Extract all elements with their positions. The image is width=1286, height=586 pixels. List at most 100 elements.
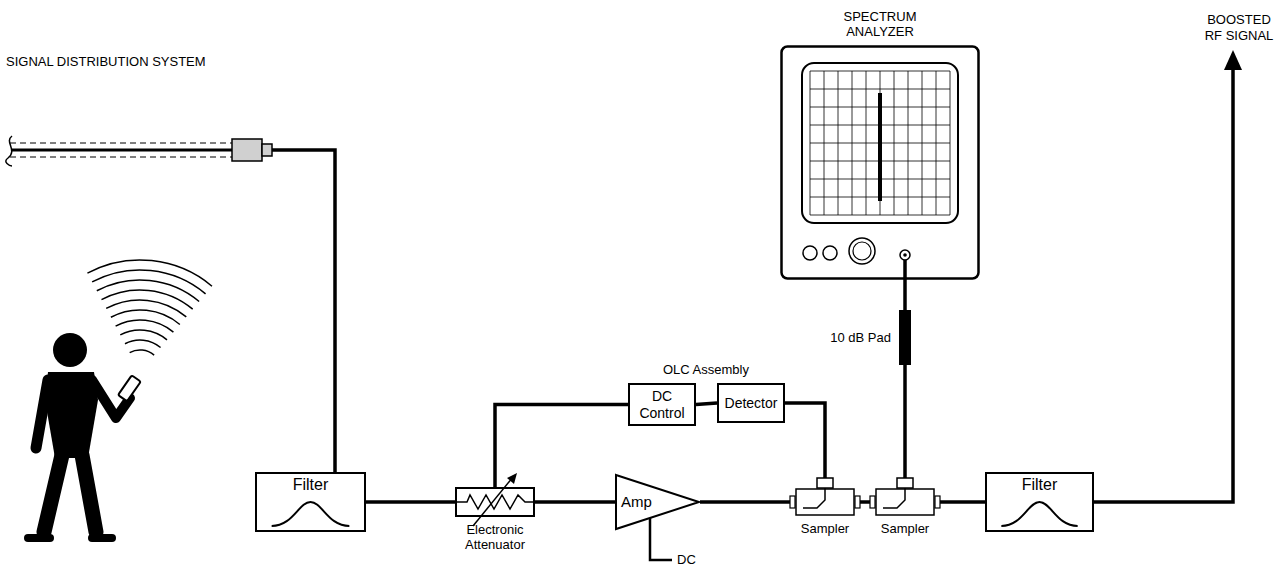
wave-arc [130,350,154,355]
attenuator-body [456,488,534,516]
signal-wire [495,405,628,488]
variable-arrowhead [507,473,517,484]
variable-arrow [473,477,513,526]
bandpass-curve [272,502,350,526]
node-label: Sampler [865,522,945,537]
radio-waves [87,260,212,355]
pad-body [899,310,911,365]
knob [823,246,837,260]
analyzer-case [782,47,979,279]
resistor-zigzag [457,495,533,509]
knob [803,246,817,260]
drawing-stroke [44,455,62,532]
box-border [256,473,365,531]
signal-wire [903,365,907,488]
sampler-body [876,489,934,515]
filter-box: Filter [985,472,1094,532]
cable-core [12,149,232,152]
coupler-port [262,144,272,156]
sampler-flange [935,496,940,508]
process-box: Detector [717,383,785,423]
signal-wire [696,403,717,405]
node-label: 10 dB Pad [830,330,891,345]
device-title: SPECTRUM ANALYZER [820,10,940,40]
attenuator-pad-outline [899,310,911,365]
signal-wire [785,403,825,488]
person [28,333,141,538]
cable-shield [10,157,232,158]
wave-arc [97,280,199,302]
node-label: Amp [621,493,652,510]
grid-line [810,89,950,90]
distribution-cable [6,136,335,472]
person-head [53,333,87,367]
system-label: SIGNAL DISTRIBUTION SYSTEM [6,54,206,70]
node-label: Filter [985,476,1094,494]
wave-arc [125,340,161,347]
supply-label: DC [677,552,696,568]
grid-line [810,71,950,72]
wave-arc [106,300,186,317]
box-border [718,384,784,422]
sampler-body [796,489,854,515]
electronic-attenuator-outline [455,487,535,517]
drawing-stroke [92,534,112,542]
spectrum-analyzer-outline [780,45,980,280]
knob [853,242,871,260]
box-border [986,473,1093,531]
input-connector [900,250,910,260]
output-arrowhead [1224,50,1242,70]
feed-line [272,150,335,472]
bandpass-curve [1001,502,1077,526]
coupler [232,139,262,161]
wave-arc [111,310,180,325]
drawing-stroke [28,534,50,542]
drawing-stroke [82,455,96,532]
sampler-flange [855,496,860,508]
attenuator-pad: 10 dB Pad [899,310,911,365]
sampler-coupler-outline [795,488,855,516]
output-arrow [1080,50,1242,502]
output-label: BOOSTED RF SIGNAL [1198,12,1280,43]
sampler-port [817,478,833,488]
cable-shield [10,143,232,144]
electronic-attenuator: Electronic Attenuator [455,487,535,517]
sampler-flange [790,496,795,508]
amplifier-outline [616,475,699,529]
sampler-port [897,478,913,488]
box-border [629,384,695,425]
sampler-flange [870,496,875,508]
handset [118,375,141,401]
node-label: Filter [255,476,366,494]
signal-wire [535,500,615,504]
grid-line [810,215,950,216]
output-line [1080,66,1233,502]
sampler-coupler-outline [875,488,935,516]
dc-supply [650,518,672,560]
wave-arc [87,260,212,286]
amplifier-triangle: Amp [615,474,700,530]
person-limbs [28,380,130,538]
filter-box: Filter [255,472,366,532]
node-label: Detector [725,395,778,411]
sampler-coupler: Sampler [875,488,935,516]
signal-trace [878,93,882,201]
signal-wire [700,500,795,504]
node-label: Electronic Attenuator [450,523,540,553]
process-box: DC Control [628,383,696,426]
spectrum-analyzer: SPECTRUM ANALYZER [780,45,980,280]
node-label: DC Control [635,388,689,420]
knob [849,238,875,264]
grid-line [880,71,881,215]
sampler-coupler: Sampler [795,488,855,516]
analyzer-screen [802,63,958,223]
wave-arc [116,320,174,332]
input-connector-pin [903,253,907,257]
signal-wire [903,280,907,310]
coupled-line [883,488,905,508]
wave-arc [92,270,205,294]
signal-wire [935,500,985,504]
drawing-stroke [36,380,48,448]
wave-arc [120,330,167,340]
cable-break [6,136,12,166]
